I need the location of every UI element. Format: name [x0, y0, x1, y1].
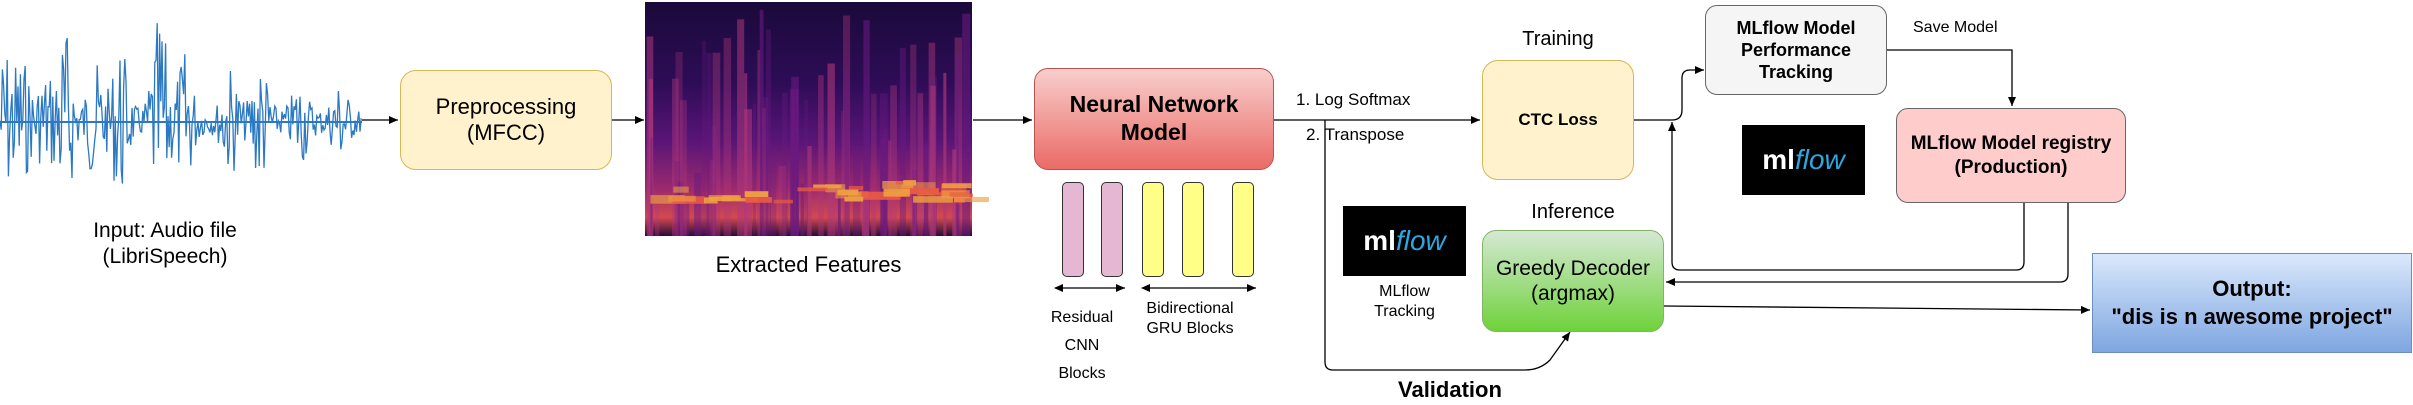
residual-cnn-block [1062, 182, 1084, 277]
gru-block [1232, 182, 1254, 277]
residual-label-line3: Blocks [1058, 365, 1106, 382]
arrow-save-model [1887, 49, 2016, 106]
mlflow-tracking-line1: MLflow [1379, 283, 1430, 300]
registry-line2: (Production) [1954, 156, 2068, 178]
save-model-label: Save Model [1913, 19, 1998, 36]
gru-label-line1: Bidirectional [1146, 300, 1234, 317]
performance-tracking-box: MLflow Model Performance Tracking [1705, 5, 1887, 95]
neural-network-line1: Neural Network [1069, 91, 1239, 118]
performance-line1: MLflow Model [1736, 18, 1856, 38]
validation-label: Validation [1398, 377, 1502, 402]
arrow-validation-path [1324, 120, 1571, 371]
arrow-registry-to-decoder [1666, 203, 2069, 286]
extracted-features-label: Extracted Features [715, 252, 902, 277]
mlflow-registry-logo-ml: ml [1762, 144, 1795, 175]
output-line2: "dis is n awesome project" [2111, 304, 2393, 329]
mlflow-tracking-line2: Tracking [1374, 303, 1435, 320]
registry-line1: MLflow Model registry [1910, 132, 2112, 154]
transpose-label: 2. Transpose [1306, 125, 1405, 144]
gru-label-line2: GRU Blocks [1146, 320, 1234, 337]
mlflow-logo-ml: ml [1363, 225, 1396, 256]
arrow-ctc-to-performance [1634, 66, 1704, 121]
gru-label: Bidirectional GRU Blocks [1135, 299, 1245, 339]
ctc-loss-box: CTC Loss [1482, 60, 1634, 180]
preprocessing-box: Preprocessing (MFCC) [400, 70, 612, 170]
output-box: Output: "dis is n awesome project" [2092, 253, 2412, 353]
training-title: Training [1522, 28, 1594, 50]
input-label-line1: Input: Audio file [93, 219, 237, 242]
spectrogram-image [645, 2, 989, 237]
gru-block [1182, 182, 1204, 277]
mlflow-tracking-label: MLflow Tracking [1343, 282, 1466, 322]
log-softmax-label: 1. Log Softmax [1296, 90, 1411, 109]
performance-line2: Performance [1740, 40, 1852, 60]
residual-cnn-block [1101, 182, 1123, 277]
performance-line3: Tracking [1758, 62, 1834, 82]
preprocessing-line2: (MFCC) [466, 120, 546, 145]
gru-block [1142, 182, 1164, 277]
residual-label-line2: CNN [1064, 337, 1100, 354]
greedy-decoder-line1: Greedy Decoder [1495, 256, 1651, 280]
neural-network-line2: Model [1120, 119, 1188, 145]
output-line1: Output: [2212, 276, 2292, 301]
mlflow-registry-logo-flow: flow [1794, 144, 1845, 175]
greedy-decoder-box: Greedy Decoder (argmax) [1482, 230, 1664, 332]
preprocessing-line1: Preprocessing [435, 93, 577, 119]
model-registry-box: MLflow Model registry (Production) [1896, 108, 2126, 203]
neural-network-box: Neural Network Model [1034, 68, 1274, 170]
input-label: Input: Audio file (LibriSpeech) [60, 218, 270, 270]
mlflow-logo-flow: flow [1395, 225, 1446, 256]
inference-title: Inference [1531, 201, 1615, 223]
arrow-registry-to-training [1668, 122, 2025, 271]
greedy-decoder-line2: (argmax) [1530, 282, 1615, 305]
audio-waveform [0, 23, 362, 184]
residual-label: Residual CNN Blocks [1036, 304, 1128, 388]
residual-label-line1: Residual [1050, 309, 1114, 326]
input-label-line2: (LibriSpeech) [102, 245, 228, 268]
arrow-decoder-to-output [1663, 305, 2091, 314]
